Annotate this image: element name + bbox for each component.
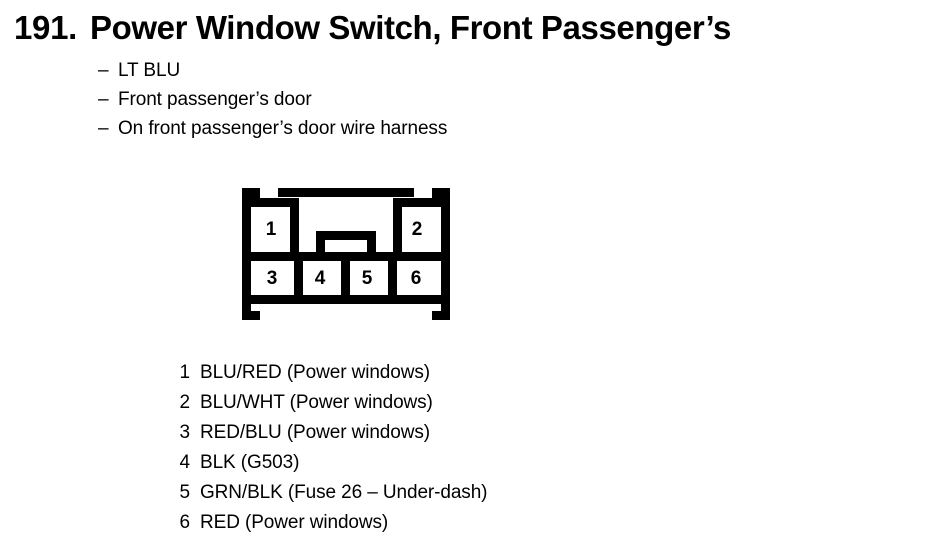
- page-title: Power Window Switch, Front Passenger’s: [90, 9, 731, 46]
- pin-legend-number: 4: [179, 452, 191, 473]
- note-item: – LT BLU: [98, 60, 718, 89]
- pin-legend-list: 1 BLU/RED (Power windows) 2 BLU/WHT (Pow…: [168, 362, 788, 542]
- center-keying-tab: [316, 231, 376, 258]
- entry-number: 191.: [14, 9, 78, 46]
- dash-bullet-icon: –: [98, 60, 109, 81]
- top-rail-right: [393, 198, 441, 207]
- pin-legend-label: RED/BLU (Power windows): [200, 422, 430, 443]
- pin-legend-row: 1 BLU/RED (Power windows): [168, 362, 788, 392]
- connector-pin-label-1: 1: [266, 219, 277, 240]
- pin-legend-label: RED (Power windows): [200, 512, 389, 533]
- entry-heading: 191. Power Window Switch, Front Passenge…: [14, 9, 930, 51]
- pin-legend-label: GRN/BLK (Fuse 26 – Under-dash): [200, 482, 488, 503]
- pin-legend-row: 2 BLU/WHT (Power windows): [168, 392, 788, 422]
- dash-bullet-icon: –: [98, 89, 109, 110]
- pin-legend-label: BLU/RED (Power windows): [200, 362, 430, 383]
- connector-pin-label-3: 3: [267, 268, 278, 289]
- bottom-divider-2: [341, 252, 350, 300]
- bottom-divider-3: [388, 252, 397, 300]
- connector-pin-label-5: 5: [362, 268, 373, 289]
- note-item: – Front passenger’s door: [98, 89, 718, 118]
- bottom-divider-1: [294, 252, 303, 300]
- pin-legend-row: 5 GRN/BLK (Fuse 26 – Under-dash): [168, 482, 788, 512]
- pin-legend-number: 1: [179, 362, 191, 383]
- pin-legend-number: 3: [179, 422, 191, 443]
- note-label: On front passenger’s door wire harness: [118, 118, 448, 139]
- top-divider-right: [393, 198, 402, 258]
- connector-pin-label-2: 2: [412, 219, 423, 240]
- top-rail-left: [251, 198, 299, 207]
- dash-bullet-icon: –: [98, 118, 109, 139]
- bottom-rail: [251, 295, 441, 304]
- connector-pin-label-6: 6: [411, 268, 422, 289]
- connector-notes-list: – LT BLU – Front passenger’s door – On f…: [98, 60, 718, 147]
- top-divider-left: [290, 198, 299, 258]
- connector-diagram: 1 2 3 4 5 6: [236, 182, 456, 328]
- connector-pin-label-4: 4: [315, 268, 326, 289]
- pin-legend-label: BLU/WHT (Power windows): [200, 392, 433, 413]
- note-label: LT BLU: [118, 60, 181, 81]
- note-label: Front passenger’s door: [118, 89, 312, 110]
- pin-legend-row: 3 RED/BLU (Power windows): [168, 422, 788, 452]
- pin-legend-number: 6: [179, 512, 191, 533]
- pin-legend-number: 2: [179, 392, 191, 413]
- pin-legend-row: 6 RED (Power windows): [168, 512, 788, 542]
- pin-legend-number: 5: [179, 482, 191, 503]
- pin-legend-label: BLK (G503): [200, 452, 300, 473]
- note-item: – On front passenger’s door wire harness: [98, 118, 718, 147]
- connector-face-svg: 1 2 3 4 5 6: [242, 188, 450, 320]
- pin-legend-row: 4 BLK (G503): [168, 452, 788, 482]
